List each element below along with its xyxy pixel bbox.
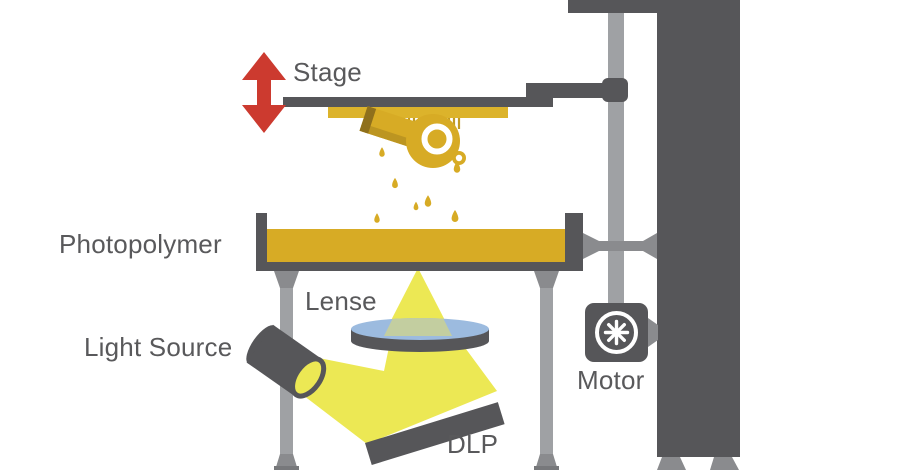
- screw-carriage-clamp: [602, 78, 628, 102]
- photopolymer-label: Photopolymer: [59, 229, 222, 259]
- light-source: [246, 324, 327, 399]
- light-source-aperture: [290, 356, 327, 399]
- motor: [585, 303, 658, 362]
- printed-object-whistle: [359, 106, 466, 168]
- up-down-arrow-icon: [242, 52, 286, 133]
- resin-drips: [374, 147, 461, 223]
- lead-screw: [608, 13, 624, 305]
- projection-beam: [295, 347, 497, 444]
- stage-assembly: [283, 78, 628, 118]
- stage-label: Stage: [293, 57, 362, 87]
- vat-wall-right: [565, 213, 583, 271]
- vat-leg-left: [274, 271, 299, 470]
- printer-frame: [568, 0, 740, 470]
- whistle-ring-hole: [455, 154, 463, 162]
- whistle-mouthpiece-end: [359, 106, 377, 134]
- vat-bottom: [256, 262, 583, 271]
- whistle-hole: [421, 123, 453, 155]
- stage-arm-step: [533, 85, 543, 107]
- build-plate: [328, 107, 508, 118]
- lens-label: Lense: [305, 286, 377, 316]
- projection-cone-upper: [384, 268, 452, 334]
- dlp-label: DLP: [447, 429, 499, 459]
- light-source-label: Light Source: [84, 332, 233, 362]
- resin: [267, 229, 565, 262]
- column-foot-left: [657, 457, 686, 470]
- motor-shaft-tab: [648, 318, 658, 347]
- lens: [351, 318, 489, 352]
- beam-through-lens: [384, 318, 452, 336]
- stage-arm: [526, 83, 606, 98]
- column-foot-right: [710, 457, 739, 470]
- photopolymer-vat: [256, 213, 657, 271]
- stage-platform: [283, 97, 553, 107]
- vat-bracket: [583, 233, 657, 259]
- frame-column: [657, 0, 740, 457]
- whistle-mouthpiece-shadow: [359, 123, 421, 150]
- vat-wall-left: [256, 213, 267, 271]
- vat-leg-right: [534, 271, 559, 470]
- dlp-mirror: [365, 402, 505, 465]
- motor-label: Motor: [577, 365, 645, 395]
- fan-icon: [595, 311, 638, 354]
